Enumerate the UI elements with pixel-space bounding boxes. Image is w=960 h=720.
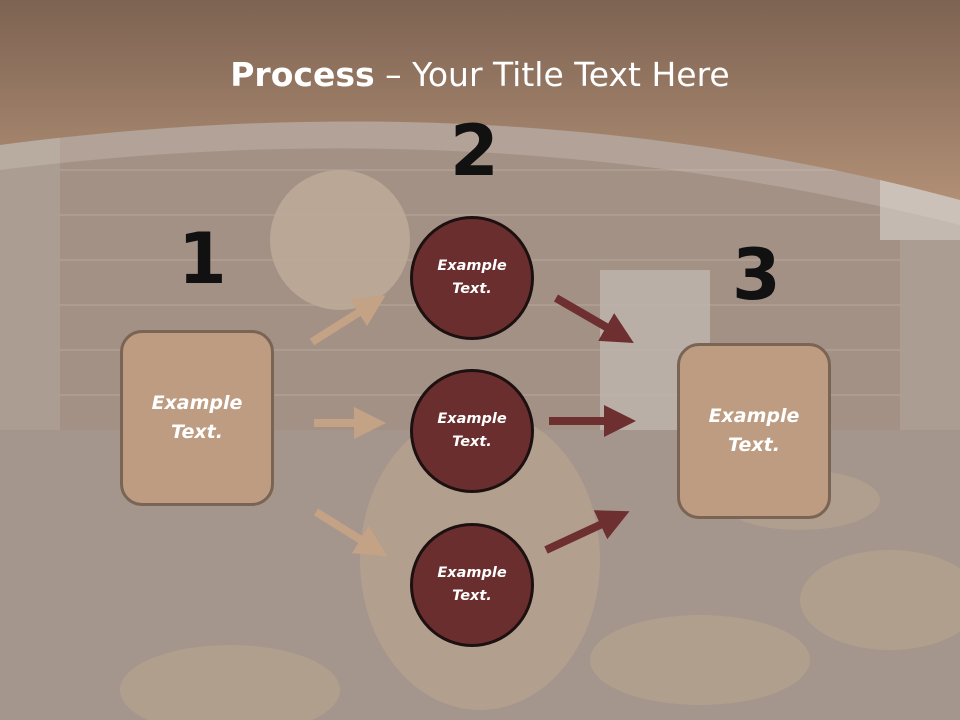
step-2-circle-bottom: Example Text. [410, 523, 534, 647]
step-3-box: Example Text. [677, 343, 831, 519]
step-2-circle-top: Example Text. [410, 216, 534, 340]
step-3-text: Example Text. [708, 405, 800, 456]
step-number-1: 1 [178, 218, 227, 300]
arrow-1-to-top [309, 295, 386, 346]
step-1-box: Example Text. [120, 330, 274, 506]
step-1-text: Example Text. [151, 392, 243, 443]
title-bold: Process [230, 55, 375, 94]
step-2-circle-bottom-text: Example Text. [437, 565, 507, 604]
slide-title: Process – Your Title Text Here [0, 55, 960, 94]
step-2-circle-middle: Example Text. [410, 369, 534, 493]
arrow-1-to-bottom [313, 508, 388, 557]
step-number-2: 2 [450, 110, 499, 192]
step-2-circle-middle-text: Example Text. [437, 411, 507, 450]
step-number-3: 3 [732, 234, 781, 316]
arrow-top-to-3 [553, 294, 634, 344]
arrow-bottom-to-3 [544, 510, 630, 554]
title-rest: – Your Title Text Here [374, 55, 730, 94]
step-2-circle-top-text: Example Text. [437, 258, 507, 297]
